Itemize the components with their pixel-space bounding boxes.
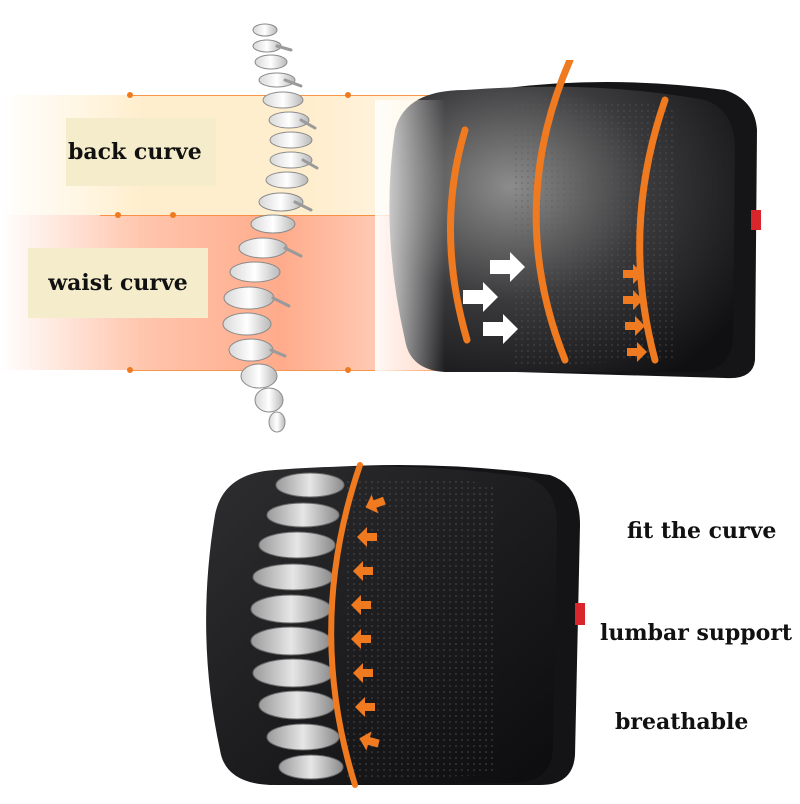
waist-curve-label-box: waist curve: [28, 248, 208, 318]
spine-illustration: [222, 23, 319, 433]
back-curve-label-box: back curve: [66, 118, 216, 186]
waist-curve-label: waist curve: [48, 270, 188, 296]
guide-line-bottom: [130, 370, 550, 371]
back-curve-label: back curve: [68, 139, 202, 165]
guide-dot: [127, 92, 133, 98]
guide-dot: [170, 212, 176, 218]
breathable-caption: breathable: [615, 709, 749, 735]
fit-the-curve-caption: fit the curve: [627, 518, 777, 544]
guide-line-top: [130, 95, 550, 96]
guide-dot: [115, 212, 121, 218]
guide-line-middle: [100, 215, 520, 216]
lumbar-cushion-top: [375, 60, 761, 380]
lumbar-cushion-bottom: [206, 462, 585, 788]
guide-dot: [345, 367, 351, 373]
lumbar-support-caption: lumbar support: [600, 620, 793, 646]
guide-dot: [127, 367, 133, 373]
guide-dot: [345, 92, 351, 98]
